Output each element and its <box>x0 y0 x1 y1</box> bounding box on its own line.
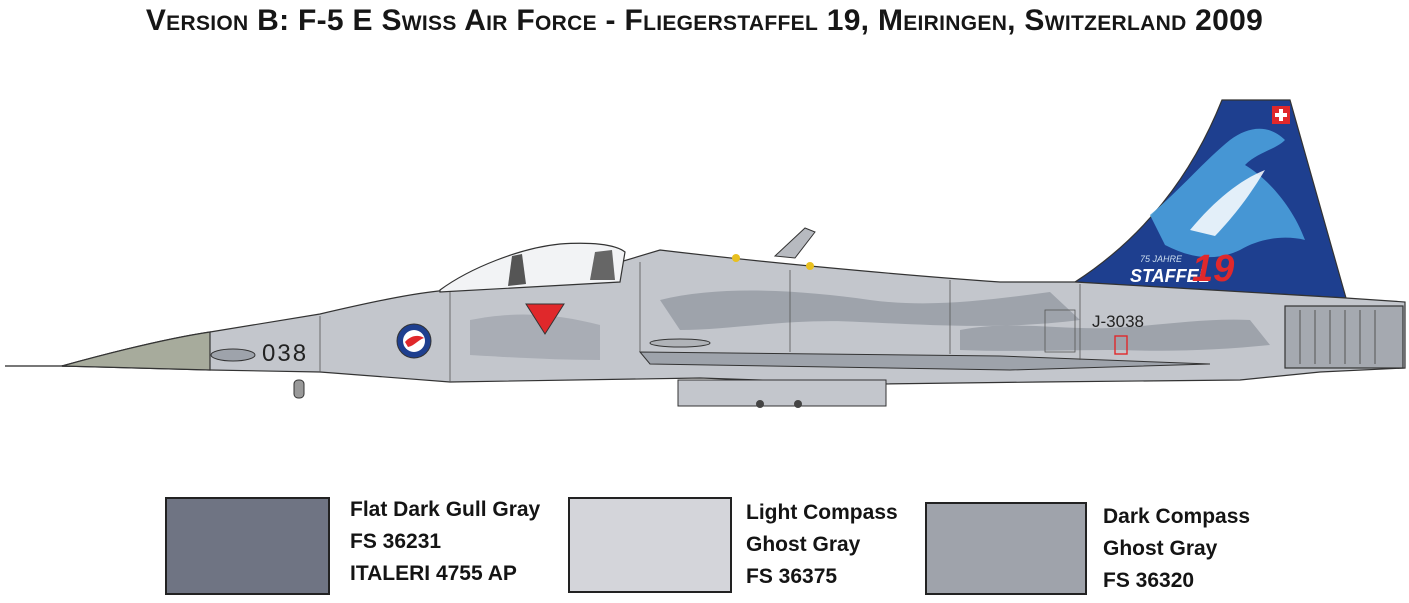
swatch-line: FS 36320 <box>1103 569 1195 592</box>
swatch-label-dark-compass-ghost-gray: Dark Compass Ghost Gray FS 36320 <box>1103 501 1250 597</box>
nose-gear <box>293 379 305 399</box>
camo-patch <box>960 319 1270 351</box>
swatch-line: FS 36231 <box>350 530 442 553</box>
swatch-line: Light Compass <box>746 501 898 524</box>
color-swatch-light-compass-ghost-gray <box>568 497 732 593</box>
nose-number: 038 <box>262 340 308 367</box>
camo-patch <box>470 314 600 360</box>
page-title: Version B: F-5 E Swiss Air Force - Flieg… <box>145 4 1264 37</box>
swiss-cross-h <box>1275 113 1287 117</box>
swatch-line: Flat Dark Gull Gray <box>350 498 541 521</box>
exhaust-nozzle <box>1284 305 1404 369</box>
swatch-label-light-compass-ghost-gray: Light Compass Ghost Gray FS 36375 <box>746 497 898 593</box>
swatch-line: FS 36375 <box>746 565 838 588</box>
nose-cone <box>61 331 211 371</box>
swatch-line: Dark Compass <box>1103 505 1251 528</box>
color-swatch-dark-compass-ghost-gray <box>925 502 1087 595</box>
air-intake <box>210 348 256 362</box>
ejection-seat <box>508 254 526 286</box>
wheel <box>756 400 764 408</box>
camo-patch <box>660 290 1080 330</box>
aircraft-profile: 75 JAHRE STAFFEL 19 <box>5 99 1406 408</box>
fin-staffel-text: STAFFEL <box>1130 266 1210 286</box>
fin-small-text: 75 JAHRE <box>1140 254 1183 264</box>
tail-serial: J-3038 <box>1092 312 1144 331</box>
canopy <box>439 242 626 293</box>
swatch-line: Ghost Gray <box>746 533 861 556</box>
warning-marking <box>1114 335 1128 355</box>
gear-bay <box>677 379 887 407</box>
wheel <box>794 400 802 408</box>
wingtip-missile <box>649 338 711 348</box>
swatch-line: Ghost Gray <box>1103 537 1218 560</box>
wing <box>638 351 1211 371</box>
swatch-line: ITALERI 4755 AP <box>350 562 517 585</box>
warning-marking <box>732 254 740 262</box>
warning-marking <box>806 262 814 270</box>
fin-swan-highlight <box>1190 170 1265 236</box>
dorsal-antenna <box>773 227 816 259</box>
roundel-bird <box>405 335 424 347</box>
fin-number: 19 <box>1192 248 1234 290</box>
color-swatch-flat-dark-gull-gray <box>165 497 330 595</box>
swatch-label-flat-dark-gull-gray: Flat Dark Gull Gray FS 36231 ITALERI 475… <box>350 494 540 590</box>
canopy-frame <box>590 250 615 280</box>
rescue-triangle <box>525 303 565 335</box>
